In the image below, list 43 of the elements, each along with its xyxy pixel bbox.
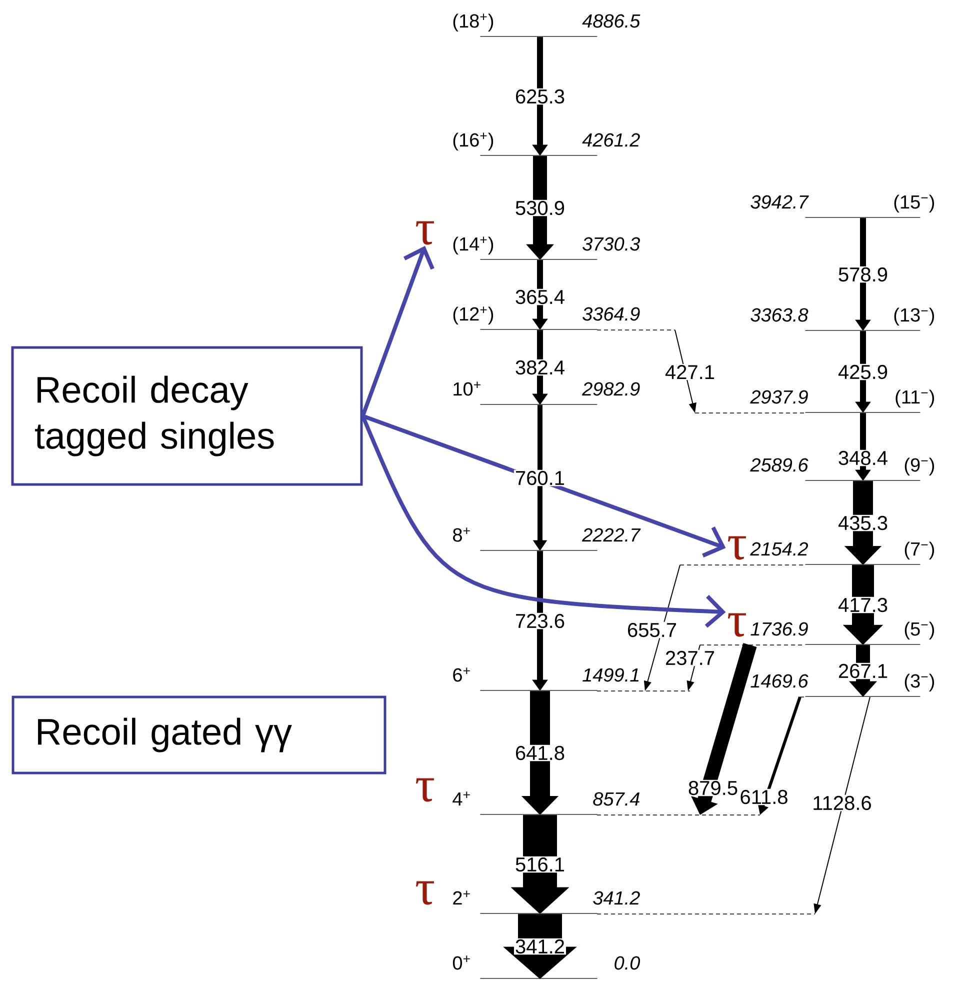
text-box: Recoil gated γγ xyxy=(12,696,386,774)
edge-label: 760.1 xyxy=(514,470,566,486)
text-box: Recoil decay tagged singles xyxy=(11,346,363,486)
energy-level: 2$^{+}$ 341.2 xyxy=(453,890,816,914)
edge-label: 341.2 xyxy=(514,938,566,955)
edge-label: 267.1 xyxy=(836,662,890,680)
energy-level: 0$^{+}$ 0.0 xyxy=(452,956,640,979)
edge-label: 237.7 xyxy=(664,650,716,666)
arrow xyxy=(360,415,726,628)
tau-symbol: τ xyxy=(728,536,746,560)
edge-label: 365.4 xyxy=(514,288,566,306)
energy-level: (12$^{+}$) 3364.9 xyxy=(453,306,676,330)
arrow xyxy=(360,246,434,417)
edge-label: 655.7 xyxy=(626,622,678,638)
edge-label: 723.6 xyxy=(514,612,566,630)
edge-label: 348.4 xyxy=(836,450,890,466)
edge-label: 425.9 xyxy=(836,364,890,380)
energy-level: 3942.7 (15$^{−}$) xyxy=(750,194,934,218)
energy-level: (16$^{+}$) 4261.2 xyxy=(453,132,640,156)
energy-level: 8$^{+}$ 2222.7 xyxy=(453,528,641,551)
energy-level: 6$^{+}$ 1499.1 xyxy=(453,668,690,692)
tau-symbol: τ xyxy=(416,778,434,802)
edge-label: 435.3 xyxy=(836,514,890,532)
edge-label: 530.9 xyxy=(514,200,566,216)
edge-label: 382.4 xyxy=(514,359,566,376)
energy-level: (18$^{+}$) 4886.5 xyxy=(453,14,640,37)
energy-level: (14$^{+}$) 3730.3 xyxy=(453,236,640,260)
edge-label: 641.8 xyxy=(514,744,566,762)
tau-symbol: τ xyxy=(728,613,746,637)
edge-label: 625.3 xyxy=(514,88,566,105)
edge-label: 1128.6 xyxy=(811,794,873,812)
energy-level: 3363.8 (13$^{−}$) xyxy=(750,308,934,331)
energy-level: 10$^{+}$ 2982.9 xyxy=(454,382,640,405)
edge-label: 879.5 xyxy=(686,780,740,796)
edge-label: 578.9 xyxy=(836,266,890,283)
arrow xyxy=(362,414,726,558)
edge-label: 417.3 xyxy=(836,596,890,614)
edge-label: 516.1 xyxy=(514,856,566,873)
tau-symbol: τ xyxy=(416,881,434,905)
edge-label: 427.1 xyxy=(664,364,716,380)
tau-symbol: τ xyxy=(416,221,434,245)
energy-level: 2937.9 (11$^{−}$) xyxy=(694,390,934,414)
edge-label: 611.8 xyxy=(738,788,790,806)
